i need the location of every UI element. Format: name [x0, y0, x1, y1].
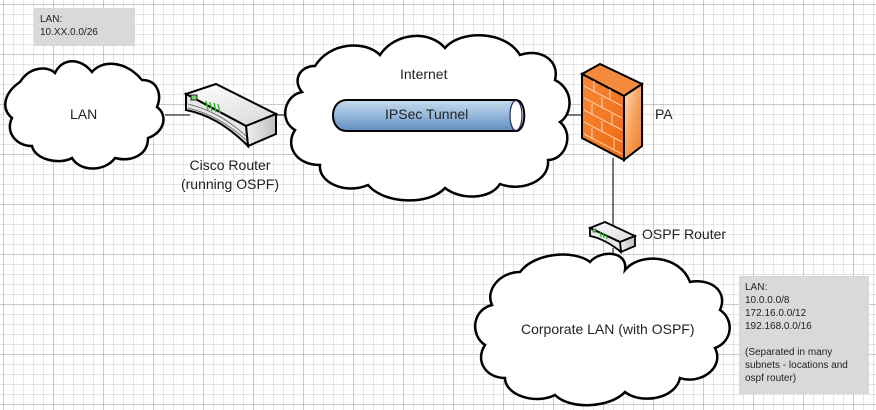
- note-line: subnets - locations and: [745, 360, 848, 371]
- note-line: 10.XX.0.0/26: [40, 27, 98, 38]
- note-line: 192.168.0.0/16: [745, 321, 812, 332]
- corporate-lan-cloud[interactable]: [474, 252, 731, 407]
- internet-label: Internet: [400, 66, 448, 82]
- pa-label: PA: [655, 106, 673, 122]
- ospf-router-icon[interactable]: [587, 221, 638, 255]
- firewall-icon[interactable]: [579, 62, 645, 163]
- ospf-router-label: OSPF Router: [642, 226, 727, 242]
- cisco-router-icon[interactable]: [183, 82, 279, 149]
- corporate-subnet-note: LAN: 10.0.0.0/8 172.16.0.0/12 192.168.0.…: [739, 276, 869, 394]
- note-line: 172.16.0.0/12: [745, 308, 807, 319]
- corporate-lan-label: Corporate LAN (with OSPF): [521, 321, 695, 337]
- note-line: 10.0.0.0/8: [745, 295, 790, 306]
- note-line: [745, 333, 863, 346]
- note-line: ospf router): [745, 373, 797, 384]
- note-line: LAN:: [40, 14, 63, 25]
- ipsec-tunnel-label: IPSec Tunnel: [385, 106, 469, 122]
- lan-subnet-note: LAN: 10.XX.0.0/26: [34, 8, 135, 46]
- note-line: (Separated in many: [745, 347, 833, 358]
- ipsec-tunnel-pipe[interactable]: [331, 99, 526, 132]
- cisco-router-label-line2: (running OSPF): [180, 176, 280, 192]
- note-line: LAN:: [745, 282, 768, 293]
- cisco-router-label-line1: Cisco Router: [189, 157, 271, 173]
- lan-cloud[interactable]: [4, 60, 165, 170]
- lan-label: LAN: [70, 106, 98, 122]
- cisco-router-label: Cisco Router (running OSPF): [170, 156, 290, 194]
